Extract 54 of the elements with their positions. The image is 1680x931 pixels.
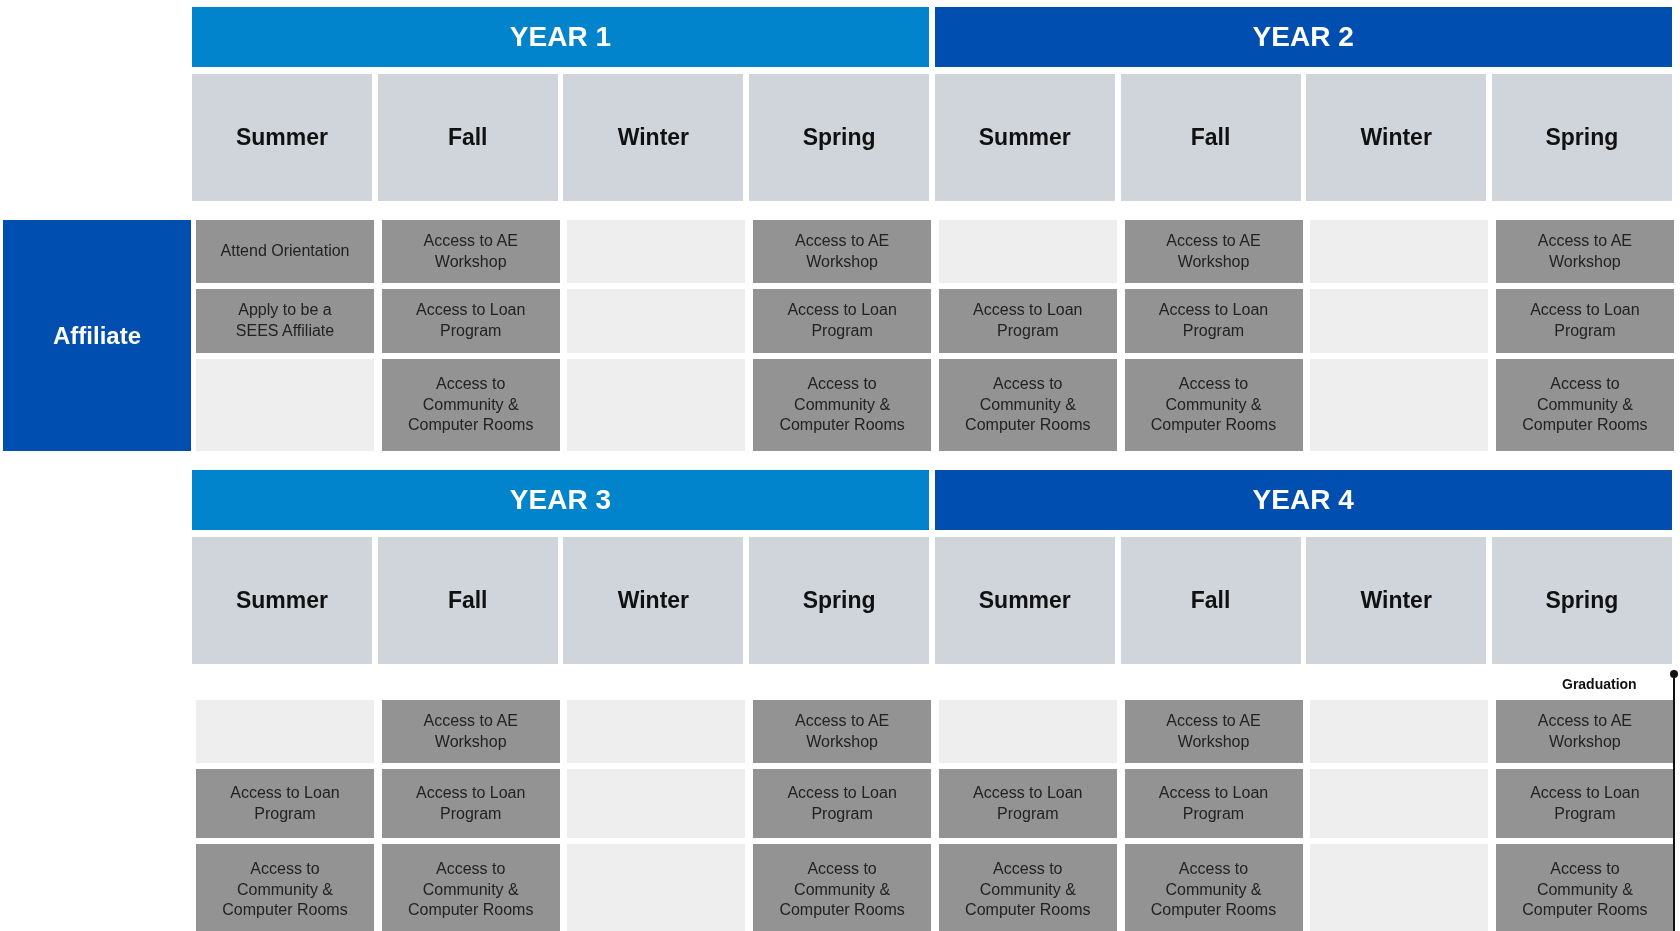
season-header: Summer xyxy=(934,537,1115,664)
activity-cell: Access to Loan Program xyxy=(753,289,932,353)
activity-cell: Access to Loan Program xyxy=(1124,289,1303,353)
activity-cell: Access to AE Workshop xyxy=(1495,700,1674,763)
activity-cell: Access to Community & Computer Rooms xyxy=(381,844,560,931)
season-header: Summer xyxy=(934,74,1115,201)
season-header: Winter xyxy=(1306,74,1487,201)
activity-cell: Access to AE Workshop xyxy=(381,220,560,283)
season-header: Spring xyxy=(749,74,930,201)
year-header: YEAR 3 xyxy=(192,470,929,530)
season-header: Fall xyxy=(377,537,558,664)
activity-cell: Attend Orientation xyxy=(196,220,374,283)
season-header: Winter xyxy=(563,74,744,201)
season-header: Winter xyxy=(1306,537,1487,664)
activity-cell: Access to Community & Computer Rooms xyxy=(1495,359,1674,451)
season-header: Spring xyxy=(1491,74,1672,201)
activity-cell: Access to Community & Computer Rooms xyxy=(381,359,560,451)
season-header: Spring xyxy=(749,537,930,664)
season-header: Winter xyxy=(563,537,744,664)
activity-cell: Access to Community & Computer Rooms xyxy=(938,359,1117,451)
activity-cell: Access to AE Workshop xyxy=(1495,220,1674,283)
activity-cell: Access to AE Workshop xyxy=(1124,700,1303,763)
activity-cell: Access to Community & Computer Rooms xyxy=(753,359,932,451)
milestone-label: Graduation xyxy=(1562,676,1637,692)
season-header: Summer xyxy=(192,537,372,664)
year-header: YEAR 4 xyxy=(934,470,1672,530)
activity-cell: Access to Community & Computer Rooms xyxy=(1124,359,1303,451)
activity-cell: Access to Community & Computer Rooms xyxy=(753,844,932,931)
activity-cell: Access to AE Workshop xyxy=(1124,220,1303,283)
season-header: Spring xyxy=(1491,537,1672,664)
activity-cell: Access to Loan Program xyxy=(938,289,1117,353)
activity-cell: Access to Community & Computer Rooms xyxy=(938,844,1117,931)
season-header: Fall xyxy=(1120,537,1301,664)
activity-cell: Access to AE Workshop xyxy=(753,220,932,283)
row-header: Affiliate xyxy=(3,220,191,451)
season-header: Fall xyxy=(1120,74,1301,201)
activity-cell: Access to Loan Program xyxy=(1495,769,1674,838)
activity-cell: Access to AE Workshop xyxy=(381,700,560,763)
year-header: YEAR 2 xyxy=(934,7,1672,67)
activity-cell: Apply to be a SEES Affiliate xyxy=(196,289,374,353)
activity-cell: Access to Community & Computer Rooms xyxy=(1495,844,1674,931)
activity-cell: Access to Loan Program xyxy=(196,769,374,838)
activity-cell: Access to Loan Program xyxy=(381,289,560,353)
activity-cell: Access to Loan Program xyxy=(938,769,1117,838)
activity-cell: Access to Community & Computer Rooms xyxy=(1124,844,1303,931)
activity-cell: Access to Community & Computer Rooms xyxy=(196,844,374,931)
activity-cell: Access to Loan Program xyxy=(1495,289,1674,353)
season-header: Summer xyxy=(192,74,372,201)
activity-cell: Access to AE Workshop xyxy=(753,700,932,763)
year-header: YEAR 1 xyxy=(192,7,929,67)
season-header: Fall xyxy=(377,74,558,201)
activity-cell: Access to Loan Program xyxy=(753,769,932,838)
activity-cell: Access to Loan Program xyxy=(381,769,560,838)
activity-cell: Access to Loan Program xyxy=(1124,769,1303,838)
